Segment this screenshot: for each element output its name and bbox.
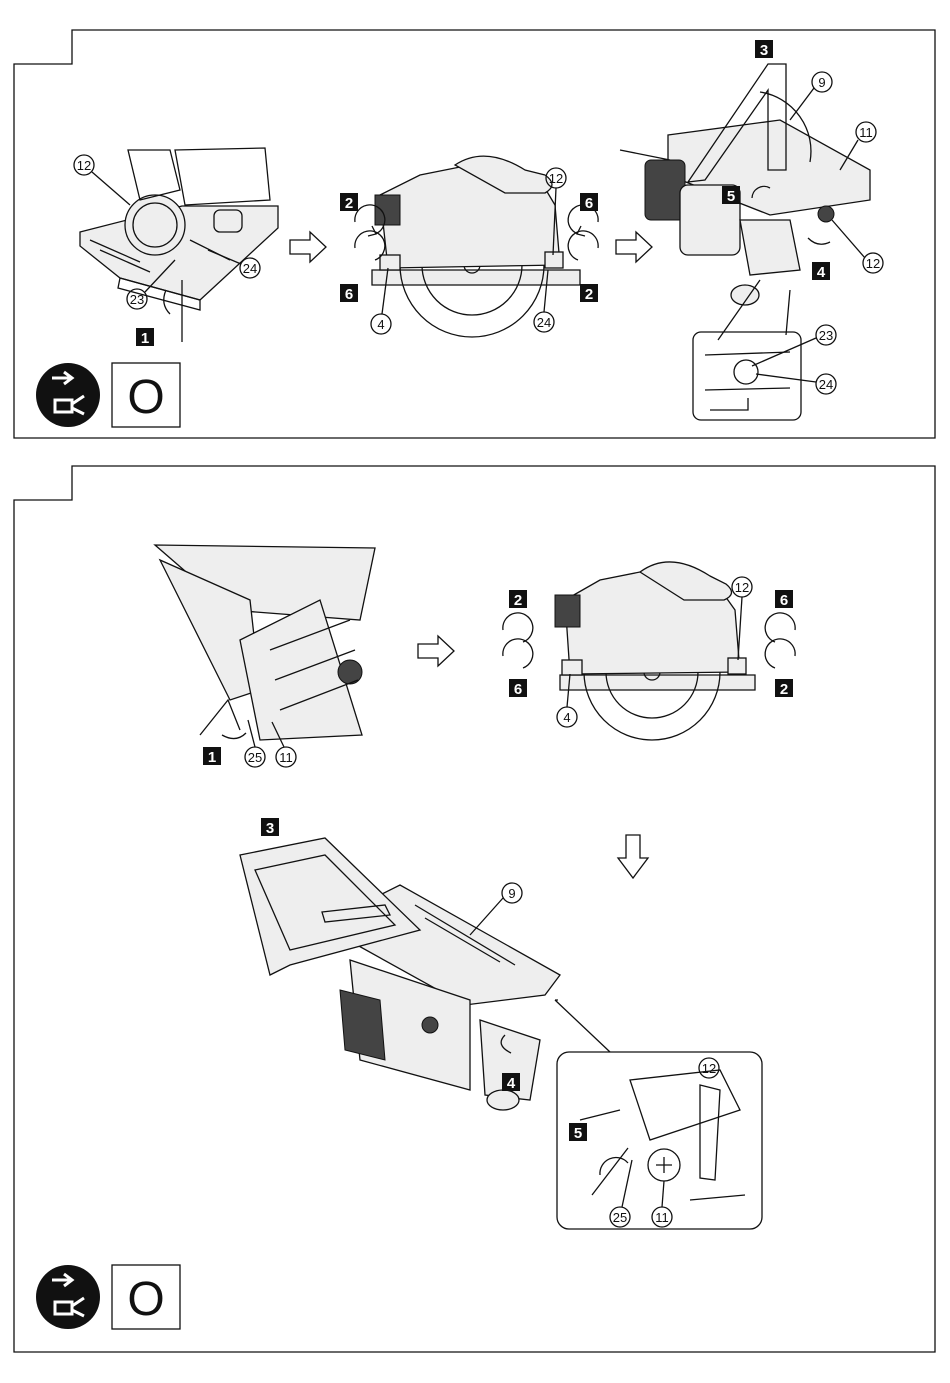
svg-text:12: 12 — [702, 1061, 716, 1076]
step-6-label-fig2-left: 6 — [509, 679, 527, 698]
step-6-label-left: 6 — [340, 284, 358, 303]
arrow-right-icon — [290, 232, 326, 262]
detail-inset-2 — [555, 1000, 762, 1229]
svg-text:3: 3 — [760, 42, 768, 59]
step-1-label: 1 — [136, 328, 154, 347]
svg-text:9: 9 — [508, 886, 515, 901]
svg-text:25: 25 — [613, 1210, 627, 1225]
step-1-label-fig2: 1 — [203, 747, 221, 766]
svg-text:6: 6 — [585, 195, 593, 212]
svg-text:5: 5 — [727, 188, 735, 205]
svg-text:12: 12 — [735, 580, 749, 595]
svg-text:12: 12 — [549, 171, 563, 186]
svg-text:2: 2 — [514, 592, 522, 609]
saw-base-illustration-1 — [80, 148, 278, 342]
rotate-ccw-icon — [765, 613, 795, 668]
rotate-ccw-icon — [568, 205, 598, 260]
callout-12-fig2-inset: 12 — [699, 1058, 719, 1078]
callout-24-inset: 24 — [756, 374, 836, 394]
svg-text:24: 24 — [243, 261, 257, 276]
callout-12-left: 12 — [74, 155, 130, 205]
svg-text:4: 4 — [817, 264, 826, 281]
svg-text:1: 1 — [141, 330, 149, 347]
svg-text:24: 24 — [537, 315, 551, 330]
callout-11-fig2-inset: 11 — [652, 1181, 672, 1227]
svg-text:4: 4 — [507, 1075, 516, 1092]
arrow-right-icon — [418, 636, 454, 666]
off-symbol-box: O — [112, 363, 180, 427]
svg-text:12: 12 — [77, 158, 91, 173]
step-6-label-right: 6 — [580, 193, 598, 212]
svg-text:9: 9 — [818, 75, 825, 90]
arrow-down-icon — [618, 835, 648, 878]
callout-12-right: 12 — [832, 220, 883, 273]
svg-text:23: 23 — [819, 328, 833, 343]
svg-text:25: 25 — [248, 750, 262, 765]
svg-text:11: 11 — [655, 1210, 669, 1225]
svg-text:3: 3 — [266, 820, 274, 837]
step-6-label-fig2-right: 6 — [775, 590, 793, 609]
step-2-label-left: 2 — [340, 193, 358, 212]
svg-text:11: 11 — [279, 750, 293, 765]
svg-text:6: 6 — [780, 592, 788, 609]
svg-text:4: 4 — [377, 317, 384, 332]
svg-text:5: 5 — [574, 1125, 582, 1142]
circular-saw-illustration-2 — [555, 562, 755, 740]
off-symbol-box: O — [112, 1265, 180, 1329]
svg-text:12: 12 — [866, 256, 880, 271]
step-4-label-right: 4 — [808, 238, 830, 281]
unplug-icon — [36, 1265, 100, 1329]
arrow-right-icon — [616, 232, 652, 262]
step-2-label-fig2-left: 2 — [509, 590, 527, 609]
svg-text:2: 2 — [585, 286, 593, 303]
callout-25-fig2-inset: 25 — [610, 1160, 632, 1227]
svg-text:24: 24 — [819, 377, 833, 392]
step-4-label-fig2: 4 — [502, 1073, 520, 1092]
svg-text:4: 4 — [563, 710, 570, 725]
step-5-label-fig2: 5 — [569, 1123, 587, 1142]
tilted-saw-illustration — [155, 545, 375, 740]
figure-2-frame — [14, 466, 935, 1352]
svg-text:11: 11 — [859, 125, 873, 140]
svg-text:2: 2 — [780, 681, 788, 698]
unplug-icon — [36, 363, 100, 427]
callout-9-fig2: 9 — [470, 883, 522, 935]
svg-text:6: 6 — [514, 681, 522, 698]
svg-text:O: O — [127, 1273, 164, 1326]
svg-text:23: 23 — [130, 292, 144, 307]
svg-text:1: 1 — [208, 749, 216, 766]
step-2-label-fig2-right: 2 — [775, 679, 793, 698]
step-2-label-right: 2 — [580, 284, 598, 303]
svg-text:2: 2 — [345, 195, 353, 212]
rotate-cw-icon — [503, 613, 533, 668]
svg-text:O: O — [127, 371, 164, 424]
callout-23-inset: 23 — [752, 325, 836, 366]
svg-text:6: 6 — [345, 286, 353, 303]
